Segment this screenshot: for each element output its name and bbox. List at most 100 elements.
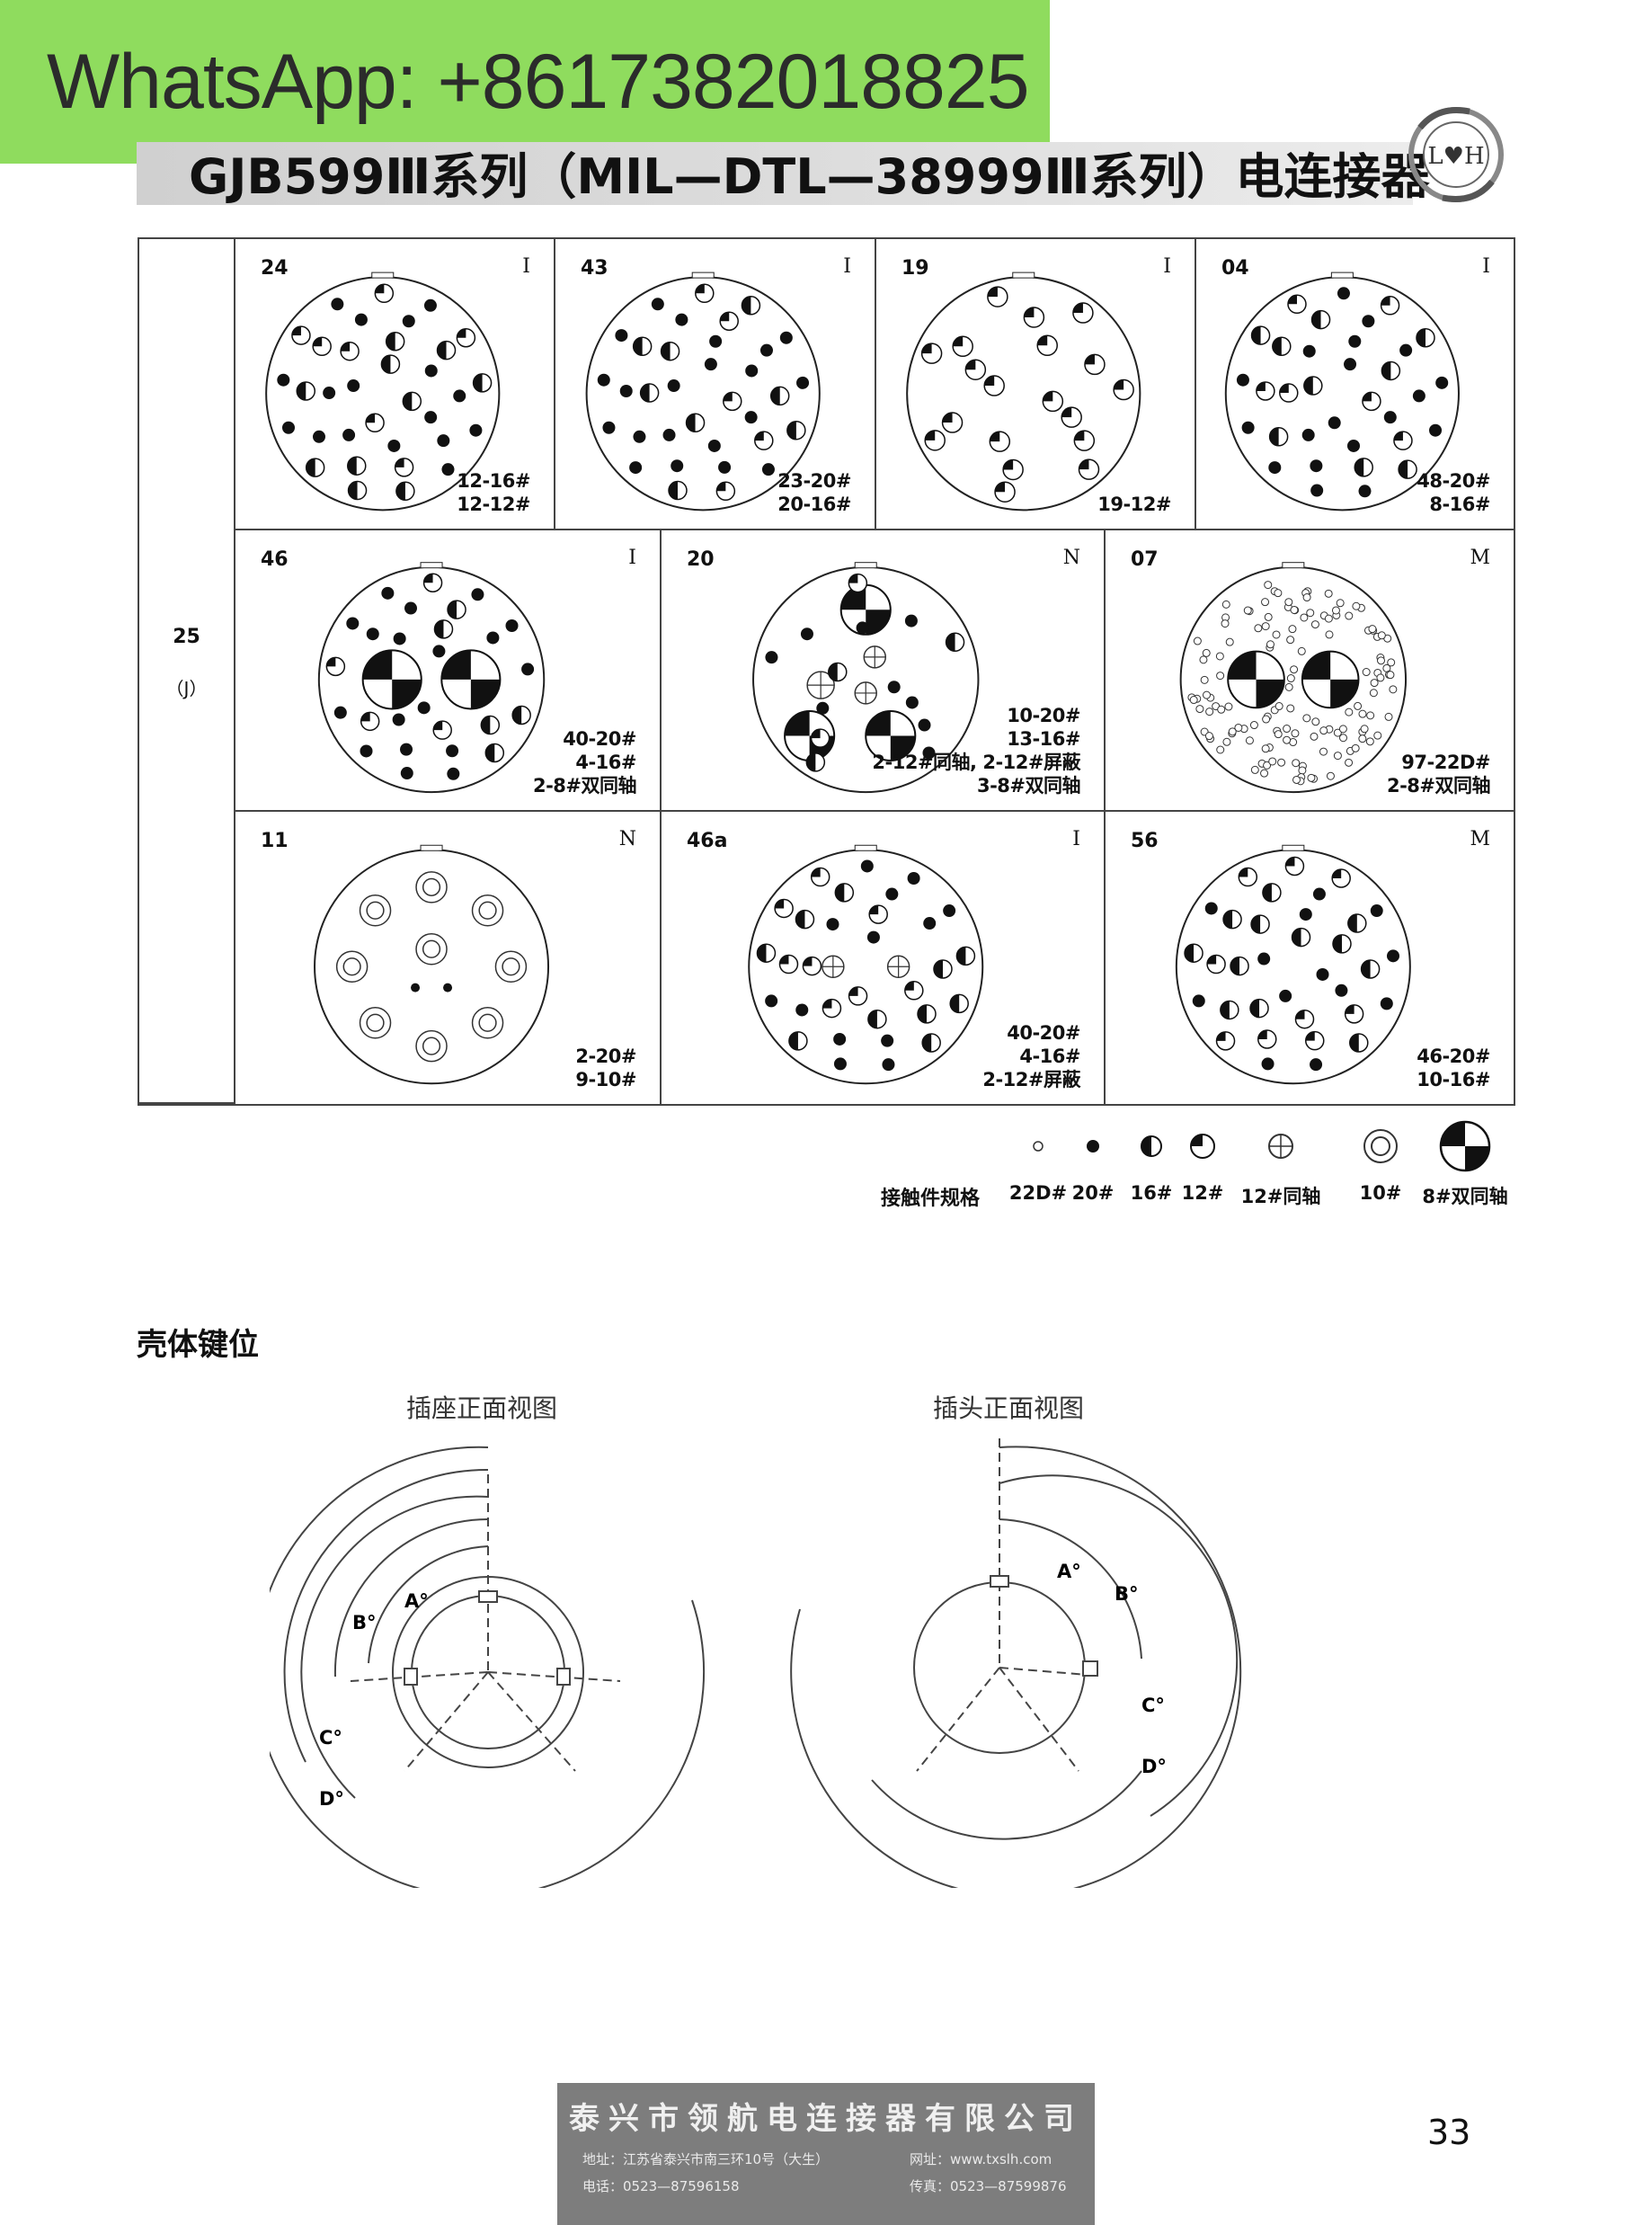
insert-diagram-43 (585, 271, 821, 512)
legend-label: 16# (1130, 1182, 1173, 1204)
shell-code-label: （J） (165, 678, 208, 699)
angle-label-c: C° (319, 1727, 342, 1749)
page-number: 33 (1427, 2113, 1471, 2152)
spec-line: 13-16# (1007, 728, 1080, 750)
insert-code: 19 (901, 257, 929, 280)
insert-code: 04 (1221, 257, 1249, 280)
spec-line: 40-20# (1007, 1022, 1080, 1044)
insert-code: 56 (1131, 830, 1159, 852)
insert-arrangement-letter: N (1062, 547, 1080, 569)
insert-arrangement-letter: I (843, 255, 851, 278)
company-website: 网址：www.txslh.com (910, 2151, 1052, 2167)
spec-line: 2-8#双同轴 (1386, 775, 1491, 797)
legend-label: 8#双同轴 (1422, 1186, 1508, 1207)
company-footer: 泰兴市领航电连接器有限公司 地址：江苏省泰兴市南三环10号（大生） 网址：www… (557, 2083, 1095, 2225)
half-filled-circle-icon (1141, 1135, 1162, 1157)
spec-line: 97-22D# (1401, 752, 1490, 773)
spec-line: 4-16# (1019, 1046, 1080, 1067)
checkered-circle-icon (1439, 1120, 1491, 1172)
insert-contact-specs: 46-20#10-16# (1417, 1045, 1490, 1091)
small-dot-icon (1087, 1140, 1099, 1153)
insert-contact-specs: 23-20#20-16# (777, 469, 851, 516)
spec-line: 40-20# (563, 728, 636, 750)
receptacle-keying-diagram: A° B° C° D° (270, 1446, 706, 1888)
plug-keying-diagram: A° B° C° D° (790, 1438, 1242, 1888)
crosshair-circle-icon (1268, 1134, 1293, 1159)
receptacle-view-label: 插座正面视图 (406, 1393, 558, 1423)
insert-diagram-46 (317, 562, 546, 794)
insert-cell-11: 11 N 2-20#9-10# (235, 812, 662, 1104)
quarter-filled-circle-icon (1190, 1134, 1215, 1159)
spec-line: 19-12# (1097, 494, 1171, 515)
legend-label: 12# (1181, 1182, 1224, 1204)
legend-label: 12#同轴 (1240, 1186, 1321, 1207)
company-logo: L♥H (1408, 106, 1504, 203)
insert-contact-specs: 97-22D#2-8#双同轴 (1386, 751, 1491, 797)
insert-diagram-24 (265, 271, 501, 512)
shell-size-column: 25 （J） (139, 239, 235, 1104)
legend-label: 22D# (1008, 1182, 1068, 1204)
spec-line: 20-16# (777, 494, 851, 515)
shell-size-label: 25 (173, 626, 200, 648)
watermark-text: WhatsApp: +8617382018825 (47, 38, 1030, 125)
insert-arrangement-letter: M (1470, 547, 1490, 569)
insert-code: 20 (687, 548, 715, 571)
insert-arrangement-letter: I (1482, 255, 1490, 278)
insert-contact-specs: 12-16#12-12# (457, 469, 530, 516)
insert-contact-specs: 2-20#9-10# (575, 1045, 636, 1091)
legend-label: 20# (1071, 1182, 1115, 1204)
spec-line: 46-20# (1417, 1046, 1490, 1067)
spec-line: 12-12# (457, 494, 530, 515)
insert-arrangement-letter: N (618, 828, 636, 850)
angle-label-d: D° (319, 1788, 344, 1810)
insert-diagram-11 (314, 844, 550, 1085)
insert-diagram-46a (748, 844, 984, 1085)
insert-cell-46: 46 I 40-20#4-16#2-8#双同轴 (235, 530, 662, 812)
angle-label-a: A° (404, 1590, 429, 1612)
insert-cell-07: 07 M 97-22D#2-8#双同轴 (1106, 530, 1514, 812)
insert-arrangement-letter: M (1470, 828, 1490, 850)
company-phone: 电话：0523—87596158 (582, 2178, 740, 2194)
page-title: GJB599Ⅲ系列（MIL—DTL—38999Ⅲ系列）电连接器 (189, 148, 1430, 205)
whatsapp-watermark-banner: WhatsApp: +8617382018825 (0, 0, 1050, 164)
insert-diagram-19 (906, 271, 1141, 512)
tiny-circle-icon (1033, 1141, 1044, 1152)
insert-code: 46 (261, 548, 289, 571)
spec-line: 10-20# (1007, 705, 1080, 726)
insert-cell-04: 04 I 48-20#8-16# (1196, 239, 1514, 530)
spec-line: 2-12#同轴, 2-12#屏蔽 (872, 752, 1080, 773)
insert-diagram-56 (1175, 844, 1411, 1085)
insert-code: 24 (261, 257, 289, 280)
spec-line: 3-8#双同轴 (976, 775, 1081, 797)
insert-diagram-20 (752, 562, 980, 794)
spec-line: 48-20# (1417, 470, 1490, 492)
insert-contact-specs: 48-20#8-16# (1417, 469, 1490, 516)
plug-angle-label-a: A° (1057, 1561, 1081, 1582)
spec-line: 2-12#屏蔽 (982, 1069, 1080, 1090)
spec-line: 2-20# (575, 1046, 636, 1067)
double-ring-icon (1363, 1129, 1398, 1163)
insert-code: 11 (261, 830, 289, 852)
insert-contact-specs: 40-20#4-16#2-8#双同轴 (532, 727, 637, 797)
insert-arrangement-letter: I (628, 547, 636, 569)
spec-line: 12-16# (457, 470, 530, 492)
title-strip (137, 142, 1413, 205)
spec-line: 10-16# (1417, 1069, 1490, 1090)
company-name: 泰兴市领航电连接器有限公司 (569, 2101, 1083, 2137)
insert-code: 07 (1131, 548, 1159, 571)
insert-arrangement-letter: I (522, 255, 530, 278)
spec-line: 2-8#双同轴 (532, 775, 637, 797)
spec-line: 23-20# (777, 470, 851, 492)
insert-contact-specs: 19-12# (1097, 493, 1171, 516)
insert-diagram-04 (1224, 271, 1460, 512)
company-fax: 传真：0523—87599876 (910, 2178, 1067, 2194)
spec-line: 9-10# (575, 1069, 636, 1090)
plug-angle-label-c: C° (1141, 1695, 1165, 1716)
legend-label: 10# (1359, 1182, 1402, 1204)
